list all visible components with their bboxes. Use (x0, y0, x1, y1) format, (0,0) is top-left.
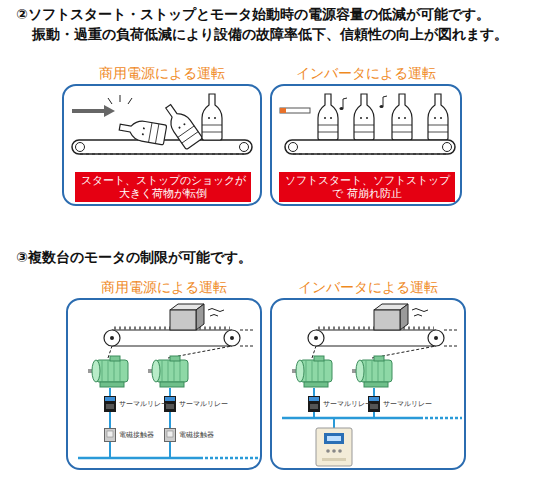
panel-heading: 商用電源による運転 (68, 278, 260, 296)
panel-heading: インバータによる運転 (272, 64, 460, 82)
warning-band: ソフトスタート、ソフトストップで 荷崩れ防止 (279, 172, 455, 202)
band-text: スタート、ストップのショックが 大きく荷物が転倒 (75, 174, 251, 200)
section-heading: ②ソフトスタート・ストップとモータ始動時の電源容量の低減が可能です。 (16, 5, 490, 23)
band-text: ソフトスタート、ソフトストップで 荷崩れ防止 (279, 174, 455, 200)
panel-box: インバータによる運転ソフトスタート、ソフトストップで 荷崩れ防止 (270, 84, 462, 206)
panel-box: 商用電源による運転 (66, 298, 262, 470)
panel-box: インバータによる運転 (270, 298, 466, 470)
section-description: 振動・過重の負荷低減により設備の故障率低下、信頼性の向上が図れます。 (32, 25, 508, 43)
warning-band: スタート、ストップのショックが 大きく荷物が転倒 (75, 172, 251, 202)
part-name: サーマルリレー (119, 400, 168, 408)
panel-heading: 商用電源による運転 (64, 64, 260, 82)
section-heading: ③複数台のモータの制限が可能です。 (16, 248, 252, 266)
panel-heading: インバータによる運転 (272, 278, 464, 296)
part-name: サーマルリレー (383, 400, 432, 408)
part-name: サーマルリレー (179, 400, 228, 408)
part-name: 電磁接触器 (119, 431, 154, 439)
part-name: 電磁接触器 (179, 431, 214, 439)
part-name: サーマルリレー (323, 400, 372, 408)
panel-box: 商用電源による運転スタート、ストップのショックが 大きく荷物が転倒 (62, 84, 262, 206)
